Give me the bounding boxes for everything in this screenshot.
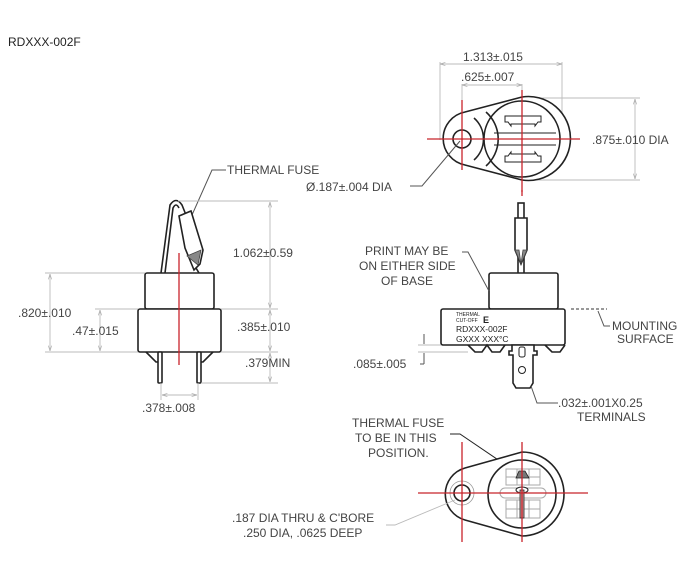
drawing-title: RDXXX-002F [8, 35, 81, 49]
label-rating: GXXX XXX°C [456, 334, 509, 344]
dim-flange-height: .47±.015 [72, 324, 119, 338]
dim-base-height: .820±.010 [18, 306, 72, 320]
dim-overall-length: 1.313±.015 [463, 50, 523, 64]
leader-terminals [530, 385, 558, 404]
leader-thermal-fuse [191, 169, 226, 216]
lead-wire-inner [164, 204, 180, 274]
thermal-fuse-tip [186, 249, 202, 266]
dim-standoff: .085±.005 [353, 357, 407, 371]
thermal-fuse-tip [514, 249, 528, 265]
leader-hole-note [386, 499, 456, 526]
terminal-slot [504, 115, 542, 128]
dim-hole-to-center: .625±.007 [461, 70, 515, 84]
label-cutoff: CUT-OFF [456, 318, 478, 324]
leader-print-note [462, 251, 490, 292]
fuse-lead [195, 267, 200, 274]
note-print-line-1: PRINT MAY BE [365, 244, 448, 258]
terminal-slot [518, 346, 526, 358]
note-mounting-line-1: MOUNTING [612, 319, 677, 333]
leader-mounting [597, 310, 610, 327]
note-hole-line-1: .187 DIA THRU & C'BORE [232, 511, 374, 525]
note-fuse-position-line-2: TO BE IN THIS [355, 431, 437, 445]
note-fuse-position-line-3: POSITION. [368, 446, 429, 460]
base-feet [467, 343, 506, 353]
flange-outline [444, 451, 565, 537]
terminal-slot [504, 150, 542, 163]
label-thermal: THERMAL [456, 312, 480, 318]
dim-terminal-spacing: .378±.008 [142, 401, 196, 415]
logo-mark: E [483, 315, 489, 325]
top-view: 1.313±.015 .625±.007 .875±.010 DIA Ø.187… [306, 50, 669, 194]
dim-flange-to-top: .385±.010 [237, 320, 291, 334]
dim-body-diameter: .875±.010 DIA [592, 133, 669, 147]
callout-thermal-fuse: THERMAL FUSE [227, 163, 319, 177]
bottom-view: THERMAL FUSE TO BE IN THIS POSITION. .18… [232, 416, 588, 542]
note-terminals-line-2: TERMINALS [577, 410, 646, 424]
upper-body [488, 272, 559, 310]
lead-wire [160, 199, 187, 274]
side-view: THERMAL FUSE 1.062±0.59 .385±.010 .379MI… [18, 163, 319, 415]
thermal-fuse-body [514, 217, 528, 267]
dim-hole-diameter: Ø.187±.004 DIA [306, 180, 392, 194]
dim-total-height: 1.062±0.59 [233, 246, 293, 260]
note-print-line-3: OF BASE [381, 274, 433, 288]
note-fuse-position-line-1: THERMAL FUSE [352, 416, 444, 430]
flange [440, 308, 566, 346]
base-feet [544, 344, 566, 353]
note-hole-line-2: .250 DIA, .0625 DEEP [243, 526, 362, 540]
terminal-hole [518, 366, 526, 374]
label-part-number: RDXXX-002F [456, 324, 508, 334]
dim-terminal-length: .379MIN [245, 356, 290, 370]
terminal-left [157, 351, 163, 384]
terminal-right [196, 351, 202, 384]
note-mounting-line-2: SURFACE [617, 332, 674, 346]
note-terminals-line-1: .032±.001X0.25 [558, 396, 643, 410]
thermal-fuse-body [178, 209, 204, 272]
front-view: THERMAL CUT-OFF E RDXXX-002F GXXX XXX°C … [353, 190, 677, 424]
leader-hole-diameter [410, 140, 461, 187]
note-print-line-2: ON EITHER SIDE [359, 259, 456, 273]
